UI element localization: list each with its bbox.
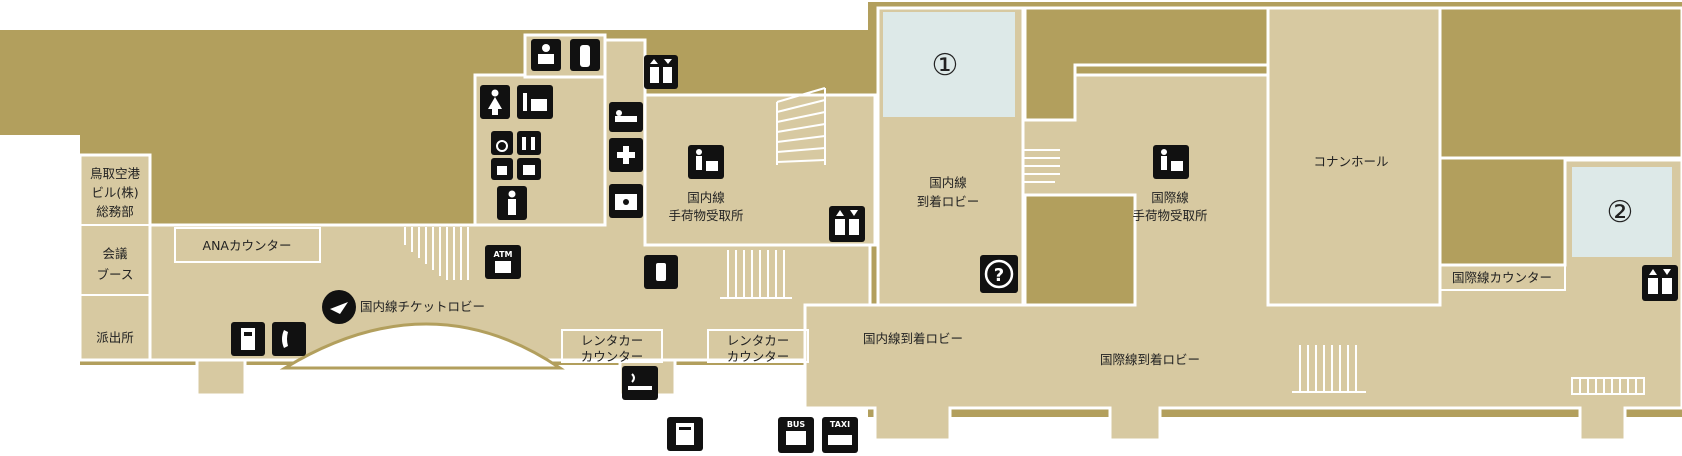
- intl-counter-box: [1439, 264, 1566, 291]
- intl-arrival-lobby-label: 国際線到着ロビー: [1100, 352, 1200, 367]
- restroom-woman-icon[interactable]: [480, 85, 510, 119]
- domestic-arrival-gate-label-1: 国内線: [929, 175, 967, 190]
- intl-counter-label: 国際線カウンター: [1452, 270, 1552, 285]
- rental-counter-box-2: [707, 329, 809, 363]
- inner-dark-top: [1023, 6, 1270, 122]
- vending-machine-icon[interactable]: [231, 322, 265, 356]
- atm-label: ATM: [494, 250, 513, 259]
- area-1-highlight: [883, 12, 1015, 117]
- charging-station-icon[interactable]: [644, 255, 678, 289]
- ostomate-icon[interactable]: [491, 158, 513, 180]
- office-label-3: 総務部: [96, 204, 134, 219]
- baggage-claim-icon: [1153, 145, 1189, 179]
- wheelchair-icon[interactable]: [491, 131, 513, 155]
- telephone-icon[interactable]: [272, 322, 306, 356]
- entrance-curve: [279, 322, 565, 370]
- family-restroom-icon[interactable]: [517, 85, 553, 119]
- bus-stop-icon[interactable]: BUS: [778, 417, 814, 453]
- rental-car-1-label-2: カウンター: [581, 349, 644, 364]
- domestic-ticket-lobby-label: 国内線チケットロビー: [360, 299, 485, 314]
- inner-dark-right: [1438, 6, 1682, 160]
- conan-hall-label: コナンホール: [1313, 154, 1388, 169]
- counters: [80, 224, 1566, 363]
- domestic-arrival-gate-label-2: 到着ロビー: [917, 194, 980, 209]
- ana-counter-label: ANAカウンター: [203, 238, 292, 253]
- first-aid-icon[interactable]: [609, 138, 643, 172]
- help-label: ?: [994, 265, 1004, 286]
- bus-label: BUS: [787, 420, 806, 429]
- rental-car-1-label-1: レンタカー: [581, 333, 644, 348]
- inner-dark-mid: [1023, 193, 1137, 307]
- office-label-2: ビル(株): [91, 185, 138, 200]
- rental-car-2-label-1: レンタカー: [727, 333, 790, 348]
- intl-baggage-label-2: 手荷物受取所: [1132, 208, 1207, 223]
- meeting-label-2: ブース: [97, 267, 134, 282]
- stairs-right: [1292, 345, 1366, 393]
- elevator-icon[interactable]: [1642, 265, 1678, 301]
- lost-and-found-icon[interactable]: [609, 184, 643, 218]
- text-labels: 鳥取空港 ビル(株) 総務部 会議 ブース 派出所 ANAカウンター 国内線チケ…: [90, 48, 1633, 367]
- information-icon[interactable]: ?: [980, 255, 1018, 293]
- meeting-label-1: 会議: [102, 246, 128, 261]
- ana-counter-box: [174, 227, 321, 263]
- baby-bottle-icon[interactable]: [570, 39, 600, 71]
- baggage-claim-icon: [688, 145, 724, 179]
- area-1-label: ①: [932, 48, 959, 83]
- atm-icon[interactable]: ATM: [485, 245, 521, 279]
- domestic-baggage-label-2: 手荷物受取所: [668, 208, 743, 223]
- rest-room-bed-icon[interactable]: [609, 102, 643, 132]
- stairs-left: [404, 227, 469, 280]
- office-block: [78, 153, 152, 362]
- stairs: [404, 87, 1645, 395]
- elevator-icon[interactable]: [644, 55, 678, 89]
- inner-dark-blocks: [1023, 6, 1682, 307]
- domestic-arrival-lobby-label: 国内線到着ロビー: [863, 331, 963, 346]
- rental-car-2-label-2: カウンター: [727, 349, 790, 364]
- area-2-label: ②: [1607, 195, 1634, 230]
- baby-care-icon[interactable]: [531, 39, 561, 71]
- taxi-label: TAXI: [830, 420, 850, 429]
- smoking-area-icon[interactable]: [622, 366, 658, 400]
- restroom-man-icon[interactable]: [497, 186, 527, 220]
- taxi-stand-icon[interactable]: TAXI: [822, 417, 858, 453]
- stairs-far-right: [1571, 377, 1645, 395]
- conan-hall-block: [1266, 6, 1442, 307]
- rental-counter-box-1: [561, 329, 663, 363]
- elevator-icon[interactable]: [829, 206, 865, 242]
- stairs-upper: [776, 87, 826, 165]
- police-box-label: 派出所: [96, 330, 134, 345]
- baby-seat-icon[interactable]: [517, 158, 541, 180]
- restroom-pair-icon[interactable]: [517, 131, 541, 155]
- stairs-mid: [1023, 149, 1060, 183]
- mailbox-icon[interactable]: [667, 417, 703, 451]
- area-2-highlight: [1572, 167, 1672, 257]
- domestic-baggage-label-1: 国内線: [687, 190, 725, 205]
- stairs-center: [720, 250, 792, 299]
- icons: ATM BUS: [231, 39, 1678, 453]
- office-label-1: 鳥取空港: [90, 166, 141, 181]
- intl-baggage-label-1: 国際線: [1151, 190, 1189, 205]
- airline-logo-icon: [322, 290, 356, 324]
